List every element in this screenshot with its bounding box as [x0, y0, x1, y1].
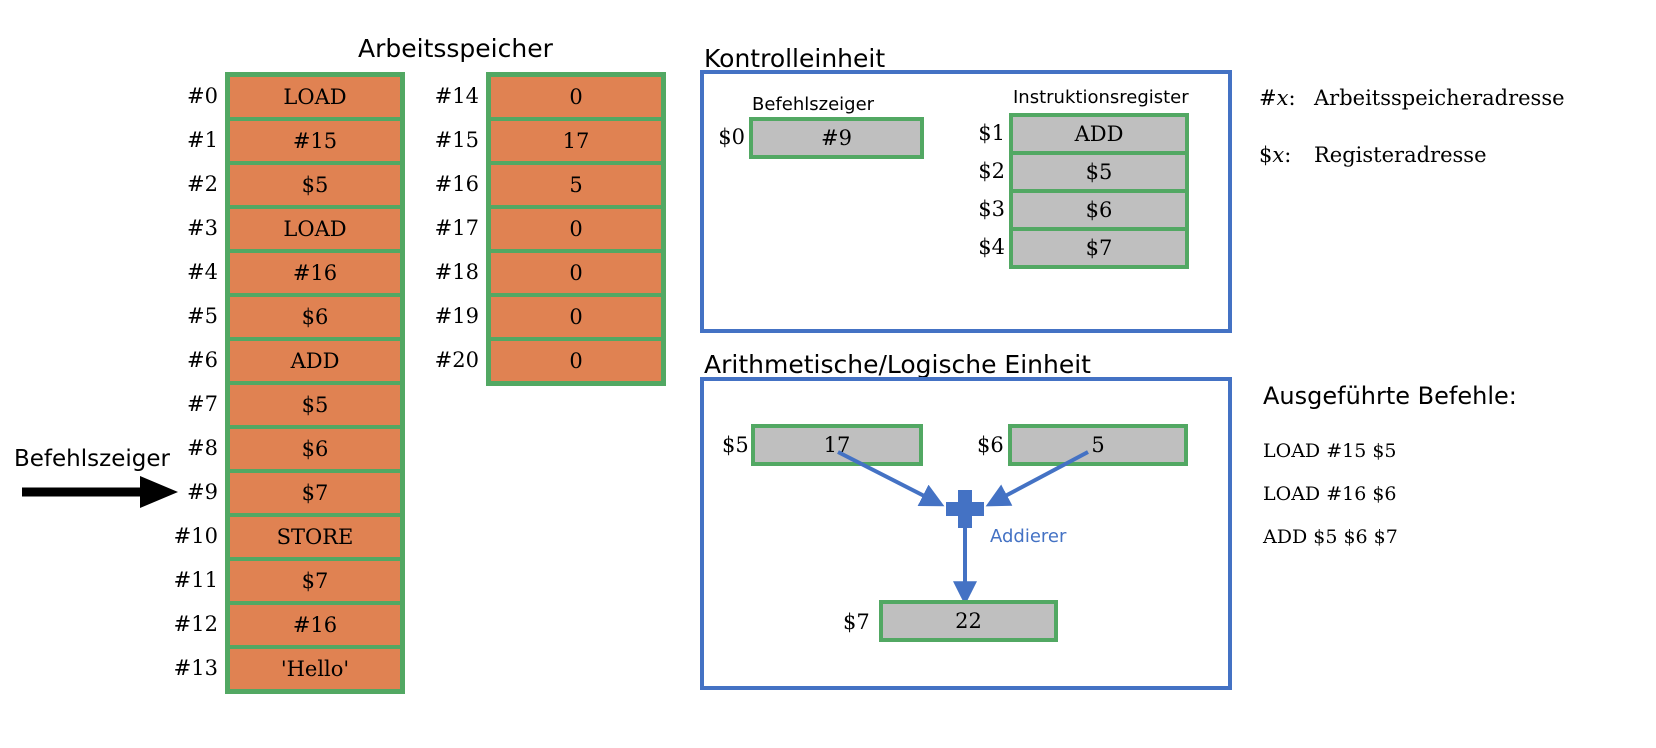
memory-cell: 0: [491, 341, 661, 381]
memory-cell-address: #3: [187, 216, 218, 240]
alu-operand-left-value: 17: [755, 428, 919, 462]
register-cell: $5: [1013, 155, 1185, 189]
executed-instruction-item: LOAD #15 $5: [1263, 440, 1397, 462]
memory-cell: $6: [230, 429, 400, 469]
memory-title: Arbeitsspeicher: [358, 34, 553, 63]
memory-cell-address: #19: [434, 304, 479, 328]
memory-cell: 0: [491, 253, 661, 293]
memory-cell: #16: [230, 605, 400, 645]
memory-cell-address: #17: [434, 216, 479, 240]
memory-cell: 5: [491, 165, 661, 205]
legend-key-prefix-0: #: [1259, 86, 1277, 110]
alu-dataflow-arrows: [837, 450, 1089, 606]
memory-cell: 0: [491, 209, 661, 249]
memory-cell-address: #11: [173, 568, 218, 592]
memory-cell: 0: [491, 77, 661, 117]
register-cell-address: $4: [978, 235, 1005, 259]
memory-cell-address: #5: [187, 304, 218, 328]
control-unit-title: Kontrolleinheit: [704, 44, 886, 73]
memory-cell-address: #13: [173, 656, 218, 680]
legend-key-0: #x:: [1259, 88, 1296, 109]
register-cell: $6: [1013, 193, 1185, 227]
legend-key-1: $x:: [1259, 145, 1291, 166]
legend-description-0: Arbeitsspeicheradresse: [1314, 86, 1565, 110]
memory-cell-address: #0: [187, 84, 218, 108]
memory-cell: ADD: [230, 341, 400, 381]
memory-cell: 17: [491, 121, 661, 161]
legend-key-suffix-1: :: [1284, 143, 1292, 167]
memory-cell-address: #20: [434, 348, 479, 372]
legend-key-var-1: x: [1272, 143, 1285, 167]
legend-description-1: Registeradresse: [1314, 143, 1487, 167]
memory-cell: $7: [230, 561, 400, 601]
instruction-register-group: ADD $5 $6 $7: [1009, 113, 1189, 269]
memory-cell-address: #9: [187, 480, 218, 504]
adder-plus-icon: [946, 490, 984, 528]
memory-cell-address: #10: [173, 524, 218, 548]
register-cell-address: $3: [978, 197, 1005, 221]
memory-cell: $7: [230, 473, 400, 513]
memory-cell-address: #16: [434, 172, 479, 196]
executed-instruction-item: LOAD #16 $6: [1263, 483, 1397, 505]
memory-pointer-label: Befehlszeiger: [14, 446, 170, 472]
memory-cell: 'Hello': [230, 649, 400, 689]
alu-result-address: $7: [843, 610, 870, 634]
memory-pointer-arrow-icon: [22, 476, 178, 508]
memory-cell: LOAD: [230, 77, 400, 117]
executed-instructions-title: Ausgeführte Befehle:: [1263, 382, 1517, 410]
legend-key-prefix-1: $: [1259, 143, 1273, 167]
memory-cell-address: #7: [187, 392, 218, 416]
alu-result-value: 22: [883, 604, 1054, 638]
alu-title: Arithmetische/Logische Einheit: [704, 350, 1091, 379]
adder-label: Addierer: [990, 526, 1067, 547]
register-cell-address: $0: [718, 125, 745, 149]
memory-cell-address: #6: [187, 348, 218, 372]
instruction-pointer-group: #9: [749, 117, 924, 159]
register-cell: $7: [1013, 231, 1185, 265]
memory-cell-address: #15: [434, 128, 479, 152]
legend-key-suffix-0: :: [1288, 86, 1296, 110]
instruction-register-title: Instruktionsregister: [1013, 87, 1189, 108]
memory-cell-address: #12: [173, 612, 218, 636]
alu-operand-left-box: 17: [751, 424, 923, 466]
memory-cell: $6: [230, 297, 400, 337]
memory-cell: $5: [230, 385, 400, 425]
legend-key-var-0: x: [1276, 86, 1289, 110]
memory-cell: STORE: [230, 517, 400, 557]
memory-cell-address: #8: [187, 436, 218, 460]
alu-operand-right-box: 5: [1008, 424, 1188, 466]
memory-cell: $5: [230, 165, 400, 205]
executed-instruction-item: ADD $5 $6 $7: [1263, 526, 1398, 548]
arrow-left-operand-to-adder: [837, 450, 945, 507]
arrow-right-operand-to-adder: [985, 450, 1089, 507]
memory-cell: #16: [230, 253, 400, 293]
instruction-pointer-title: Befehlszeiger: [752, 94, 875, 115]
memory-cell-address: #14: [434, 84, 479, 108]
alu-operand-right-address: $6: [977, 433, 1004, 457]
memory-cell: 0: [491, 297, 661, 337]
alu-operand-left-address: $5: [722, 433, 749, 457]
memory-cell: #15: [230, 121, 400, 161]
register-cell: ADD: [1013, 117, 1185, 151]
memory-cell-address: #4: [187, 260, 218, 284]
register-cell: #9: [753, 121, 920, 155]
memory-cell-address: #18: [434, 260, 479, 284]
memory-cell-address: #2: [187, 172, 218, 196]
memory-cell: LOAD: [230, 209, 400, 249]
alu-operand-right-value: 5: [1012, 428, 1184, 462]
register-cell-address: $1: [978, 121, 1005, 145]
memory-cell-address: #1: [187, 128, 218, 152]
register-cell-address: $2: [978, 159, 1005, 183]
alu-result-box: 22: [879, 600, 1058, 642]
